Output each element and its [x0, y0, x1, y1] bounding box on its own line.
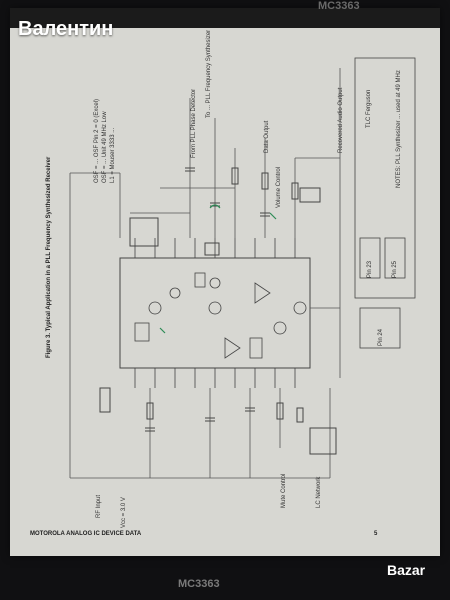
recovered-audio-label: Recovered Audio Output [338, 87, 344, 153]
page-footer: MOTOROLA ANALOG IC DEVICE DATA [30, 531, 142, 537]
tab-pin-25: Pin 25 [392, 260, 398, 278]
lc-network-label: LC Network [316, 476, 322, 508]
rf-input-label: RF Input [96, 495, 102, 518]
pll-label: From PLL Phase Detector [191, 89, 197, 158]
tab-pin-24: Pin 24 [378, 328, 384, 346]
part-number-bottom: MC3363 [178, 578, 220, 590]
note-label: NOTES: PLL Synthesizer ... used at 49 MH… [396, 70, 402, 188]
page-number: 5 [374, 531, 378, 537]
data-output-label: Data Output [264, 120, 270, 153]
figure-caption: Figure 3. Typical Application in a PLL F… [46, 156, 52, 358]
overlay-title: Валентин [18, 18, 114, 40]
page-header-band [10, 8, 440, 28]
osc-box-label: To ... PLL Frequency Synthesizer [206, 30, 212, 118]
schematic: Figure 3. Typical Application in a PLL F… [46, 30, 416, 528]
volume-control-label: Volume Control [276, 167, 282, 208]
bazar-logo: Bazar [380, 550, 442, 592]
notes-line-3: L1 = Mouser 3333 ... [110, 127, 116, 183]
notes-line-2: OSF = ... Unit 49 MHz Low [102, 111, 108, 183]
notes-line-1: OSF = ... OSF Pin 2 = 0 (Excel) [94, 99, 100, 183]
datasheet-page: Figure 3. Typical Application in a PLL F… [10, 8, 440, 556]
vcc-label: Vcc = 3.0 V [121, 497, 127, 528]
tlc-label: TLC Ferguson [366, 90, 372, 128]
mute-control-label: Mute Control [281, 474, 287, 508]
bazar-logo-text: Bazar [387, 562, 426, 578]
tab-pin-23: Pin 23 [367, 260, 373, 278]
ic-body [119, 257, 311, 369]
part-number-top: MC3363 [318, 0, 360, 12]
